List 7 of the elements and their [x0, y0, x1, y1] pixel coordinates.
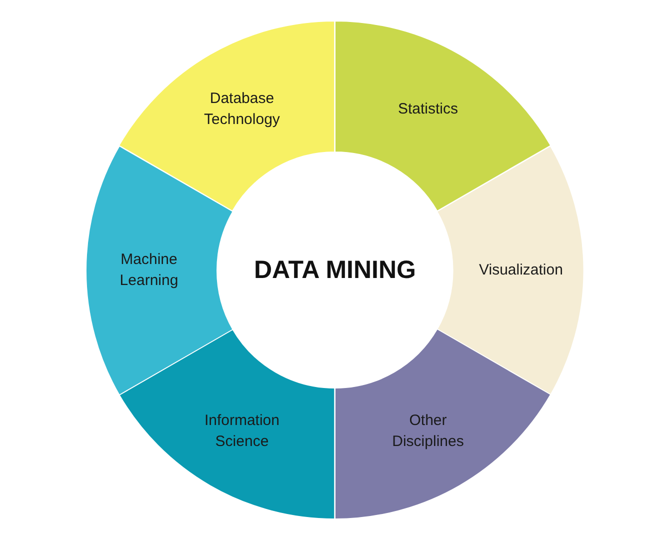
- segment-label: Database Technology: [203, 88, 281, 130]
- segment-label: Visualization: [478, 260, 564, 280]
- segment-label: Information Science: [203, 411, 280, 452]
- segment-label: Statistics: [396, 99, 459, 120]
- center-title: DATA MINING: [254, 256, 416, 284]
- segment-label: Other Disciplines: [391, 411, 465, 452]
- segment-label: Machine Learning: [118, 250, 180, 291]
